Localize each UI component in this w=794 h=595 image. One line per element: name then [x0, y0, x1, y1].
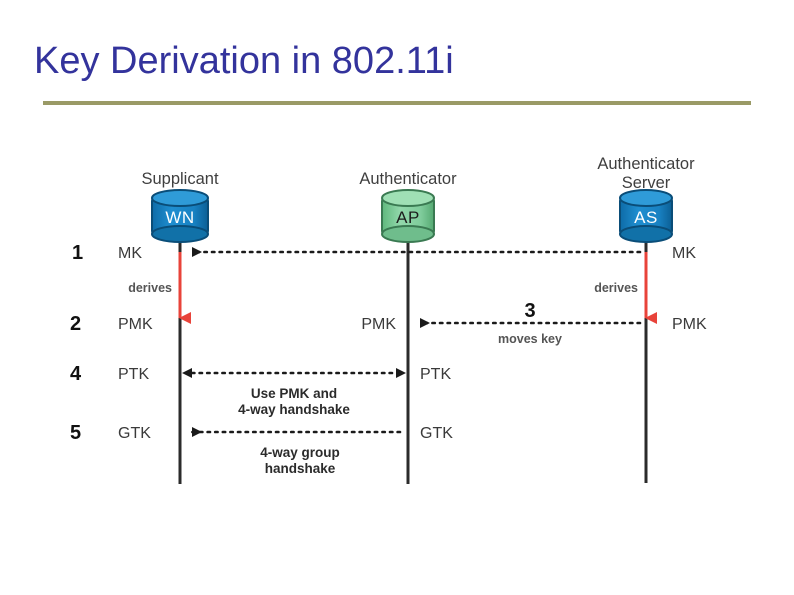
key-label-step1-right: MK: [672, 245, 696, 262]
step-number-1: 1: [72, 242, 83, 264]
step-number-5: 5: [70, 422, 81, 444]
edge-label-step3: moves key: [498, 332, 562, 346]
key-label-step2-right: PMK: [672, 316, 707, 333]
node-authenticator-server[interactable]: AS: [619, 189, 673, 243]
key-label-step2-left: PMK: [118, 316, 153, 333]
edge-label-step5-line2: handshake: [265, 461, 336, 476]
node-authenticator-bottom: [381, 225, 435, 243]
key-derivation-diagram: Supplicant WN Authenticator AP Authentic…: [0, 130, 794, 530]
lane-title-supplicant: Supplicant: [141, 170, 218, 188]
lane-title-authenticator-server-line1: Authenticator: [597, 155, 695, 173]
edge-label-step4-line2: 4-way handshake: [238, 402, 350, 417]
edge-label-step5-line1: 4-way group: [260, 445, 340, 460]
step-number-3: 3: [524, 300, 535, 322]
node-authenticator-server-bottom: [619, 225, 673, 243]
node-authenticator-top: [381, 189, 435, 207]
key-label-step4-middle: PTK: [420, 366, 451, 383]
lane-title-authenticator: Authenticator: [359, 170, 457, 188]
derives-label-supplicant: derives: [128, 281, 172, 295]
node-supplicant[interactable]: WN: [151, 189, 209, 243]
node-authenticator-server-top: [619, 189, 673, 207]
node-supplicant-label: WN: [165, 208, 194, 227]
key-label-step4-left: PTK: [118, 366, 149, 383]
key-label-step1-left: MK: [118, 245, 142, 262]
derives-label-server: derives: [594, 281, 638, 295]
node-supplicant-top: [151, 189, 209, 207]
lane-title-authenticator-server-line2: Server: [622, 174, 671, 192]
node-supplicant-bottom: [151, 225, 209, 243]
step-number-2: 2: [70, 313, 81, 335]
key-label-step5-middle: GTK: [420, 425, 453, 442]
node-authenticator-server-label: AS: [634, 208, 658, 227]
page-title: Key Derivation in 802.11i: [34, 40, 454, 82]
key-label-step2-middle: PMK: [361, 316, 396, 333]
title-divider: [43, 101, 751, 105]
node-authenticator[interactable]: AP: [381, 189, 435, 243]
node-authenticator-label: AP: [396, 208, 420, 227]
edge-label-step4-line1: Use PMK and: [251, 386, 337, 401]
step-number-4: 4: [70, 363, 82, 385]
key-label-step5-left: GTK: [118, 425, 151, 442]
